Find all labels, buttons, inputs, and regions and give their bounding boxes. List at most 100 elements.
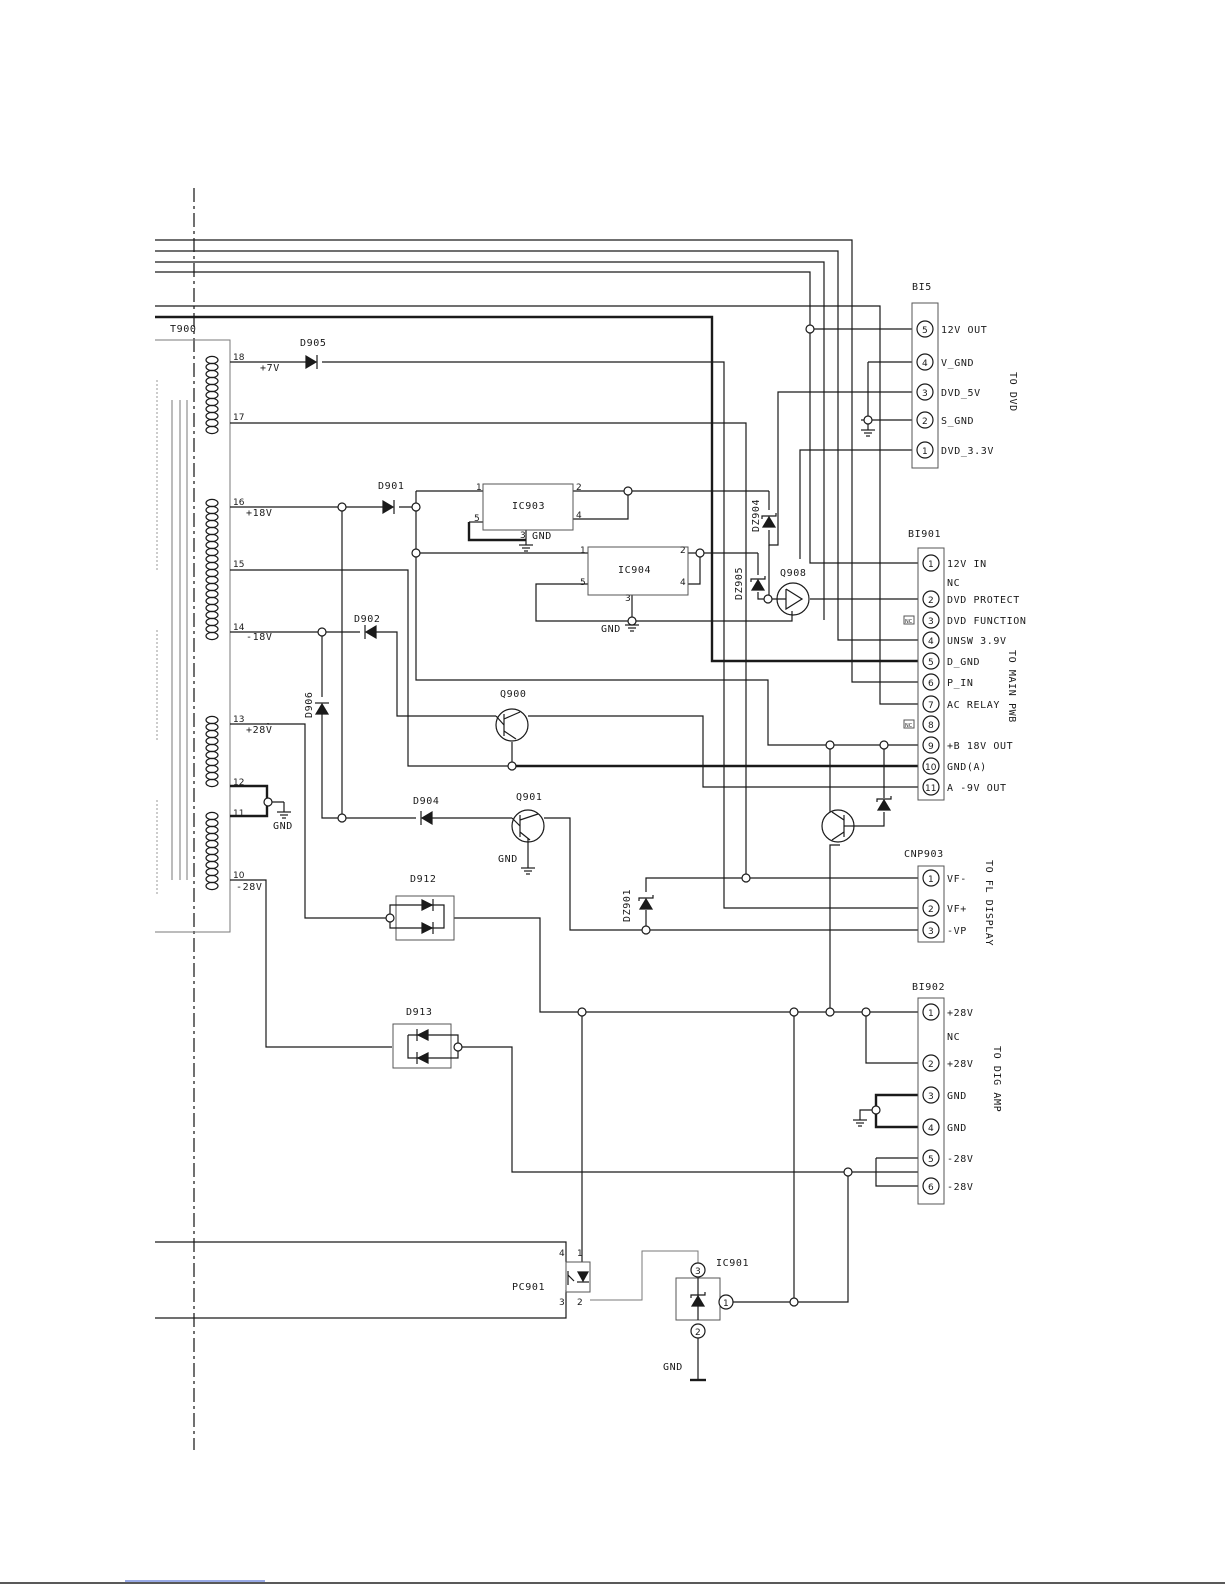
coil-turn xyxy=(205,526,219,536)
transformer-ref: T900 xyxy=(170,324,196,335)
cnp903-pin-label: VF- xyxy=(947,874,967,885)
bi901-pin-label: DVD PROTECT xyxy=(947,595,1020,606)
coil-turn xyxy=(205,839,219,849)
bi901-pin-number: 2 xyxy=(928,596,934,606)
bi902-destination: TO DIG AMP xyxy=(991,1046,1002,1112)
bi902-pin-3-circle xyxy=(922,1086,940,1104)
ic901-label: IC901 xyxy=(716,1258,749,1269)
diode-bridge-d913: D913 xyxy=(392,1007,459,1069)
d904-label: D904 xyxy=(413,796,439,807)
dz901-label: DZ901 xyxy=(622,889,633,922)
bi902-pin-label: -28V xyxy=(947,1182,973,1193)
diodes: D905 D901 D902 D906 D904 D912 xyxy=(300,338,892,1069)
ic903-label: IC903 xyxy=(512,501,545,512)
bi901-pin-label: GND(A) xyxy=(947,762,987,773)
bi902-pin-number: 6 xyxy=(928,1183,934,1193)
coil-turn xyxy=(205,715,219,725)
nc-tag: NC xyxy=(903,719,915,729)
ic903-pin-5: 5 xyxy=(474,514,480,524)
zener-right xyxy=(876,796,892,811)
ic904-pin-2: 2 xyxy=(680,546,686,556)
ic904-pin-1: 1 xyxy=(580,546,586,556)
zener-dz901: DZ901 xyxy=(622,889,654,922)
ground-icon xyxy=(521,867,535,875)
coil-turn xyxy=(205,771,219,781)
ic903-gnd-label: GND xyxy=(532,531,552,542)
bi901-pin-label: D_GND xyxy=(947,657,980,668)
bi901-pin-11-circle xyxy=(922,778,940,796)
gnd-label-t900: GND xyxy=(273,821,293,832)
bi901-pin-label: DVD FUNCTION xyxy=(947,616,1026,627)
cnp903-ref: CNP903 xyxy=(904,849,944,860)
t900-pin-11: 11 xyxy=(233,809,244,819)
bi902-pin-number: 5 xyxy=(928,1155,934,1165)
bi5-pin-1-circle xyxy=(916,441,934,459)
junction-dot xyxy=(863,415,873,425)
junction-dot xyxy=(843,1167,853,1177)
coil-turn xyxy=(205,764,219,774)
bi901-pin-number: 9 xyxy=(928,742,934,752)
coil-turn xyxy=(205,547,219,557)
net-plus-7v: +7V xyxy=(260,363,280,374)
winding-coils xyxy=(205,355,219,891)
bi5-pin-number: 2 xyxy=(922,417,928,427)
ic901-pin-1: 1 xyxy=(723,1299,729,1309)
coil-turn xyxy=(205,853,219,863)
bi902-pin-5-circle xyxy=(922,1149,940,1167)
ic904-pin-4: 4 xyxy=(680,578,686,588)
gnd-label-q901: GND xyxy=(498,854,518,865)
diode-d905: D905 xyxy=(300,338,326,370)
junction-dot xyxy=(741,873,751,883)
coil-turn xyxy=(205,512,219,522)
t900-pin-17: 17 xyxy=(233,413,244,423)
d905-label: D905 xyxy=(300,338,326,349)
cnp903-pin-label: -VP xyxy=(947,926,967,937)
junction-dot xyxy=(337,502,347,512)
bi902-pin-number: 1 xyxy=(928,1009,934,1019)
transistor-q908: Q908 xyxy=(776,568,810,616)
bi902-pin-number: 3 xyxy=(928,1092,934,1102)
coil-turn xyxy=(205,722,219,732)
ic903-pin-2: 2 xyxy=(576,483,582,493)
ground-icon xyxy=(519,544,533,552)
pc901-pin-2: 2 xyxy=(577,1298,583,1308)
coil-turn xyxy=(205,603,219,613)
net-plus-18v: +18V xyxy=(246,508,272,519)
pc901-label: PC901 xyxy=(512,1282,545,1293)
junction-dot xyxy=(507,761,517,771)
junction-dot xyxy=(411,502,421,512)
coil-turn xyxy=(205,729,219,739)
coil-turn xyxy=(205,860,219,870)
bi901-pin-number: 5 xyxy=(928,658,934,668)
bi901-pin-number: 10 xyxy=(925,763,937,773)
ground-icon xyxy=(861,361,918,437)
coil-turn xyxy=(205,369,219,379)
bi5-pin-label: V_GND xyxy=(941,358,974,369)
top-bus-wires xyxy=(155,239,918,705)
coil-turn xyxy=(205,425,219,435)
t900-pin-13: 13 xyxy=(233,715,244,725)
d902-label: D902 xyxy=(354,614,380,625)
ic903-pin-3: 3 xyxy=(520,531,526,541)
coil-turn xyxy=(205,846,219,856)
net-minus-28v: -28V xyxy=(236,882,262,893)
bi902-ref: BI902 xyxy=(912,982,945,993)
zener-dz905: DZ905 xyxy=(734,567,766,600)
cnp903-pin-2-circle xyxy=(922,899,940,917)
bi901-pin-2-circle xyxy=(922,590,940,608)
bi902-pin-number: 4 xyxy=(928,1124,934,1134)
coil-turn xyxy=(205,624,219,634)
d913-label: D913 xyxy=(406,1007,432,1018)
junction-dot xyxy=(871,1105,881,1115)
ic904-gnd-label: GND xyxy=(601,624,621,635)
junction-dot xyxy=(627,616,637,626)
bi901-pin-number: 1 xyxy=(928,560,934,570)
coil-turn xyxy=(205,867,219,877)
coil-turn xyxy=(205,376,219,386)
cnp903-pin-number: 2 xyxy=(928,905,934,915)
net-minus-18v: -18V xyxy=(246,632,272,643)
coil-turn xyxy=(205,811,219,821)
coil-turn xyxy=(205,596,219,606)
q901-label: Q901 xyxy=(516,792,542,803)
junction-dots xyxy=(263,324,889,1307)
